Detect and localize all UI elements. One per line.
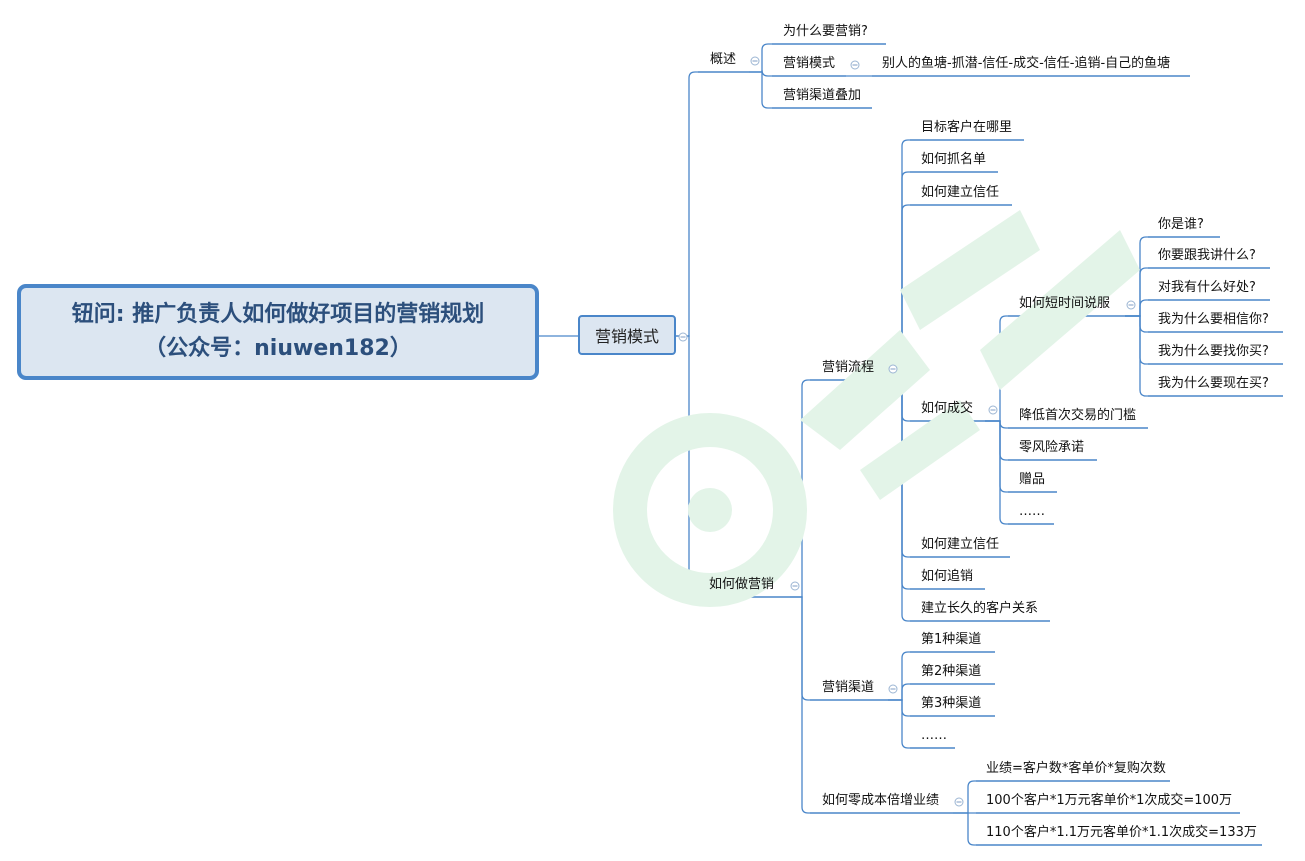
topic-overview-toggle[interactable]: [750, 56, 760, 66]
topic-marketing-mode-toggle[interactable]: [850, 60, 860, 70]
topic-who-are-you[interactable]: 你是谁?: [1158, 217, 1204, 232]
topic-marketing-process[interactable]: 营销流程: [822, 360, 875, 375]
topic-zero-cost-growth[interactable]: 如何零成本倍增业绩: [822, 793, 940, 808]
topic-example-100[interactable]: 100个客户*1万元客单价*1次成交=100万: [986, 793, 1233, 808]
topic-how-to-market[interactable]: 如何做营销: [709, 577, 775, 592]
topic-channel-stacking[interactable]: 营销渠道叠加: [783, 88, 862, 103]
topic-close-deal[interactable]: 如何成交: [921, 401, 974, 416]
topic-channel-1[interactable]: 第1种渠道: [921, 632, 982, 647]
topic-why-trust[interactable]: 我为什么要相信你?: [1158, 312, 1269, 327]
topic-channel-3[interactable]: 第3种渠道: [921, 696, 982, 711]
topic-long-term-relation[interactable]: 建立长久的客户关系: [921, 601, 1039, 616]
topic-what-to-say[interactable]: 你要跟我讲什么?: [1158, 248, 1256, 263]
topic-channel-2[interactable]: 第2种渠道: [921, 664, 982, 679]
topic-capture-leads[interactable]: 如何抓名单: [921, 152, 987, 167]
root-topic[interactable]: 钮问: 推广负责人如何做好项目的营销规划 （公众号：niuwen182）: [17, 284, 539, 380]
topic-gift[interactable]: 赠品: [1019, 472, 1046, 487]
topic-how-to-market-toggle[interactable]: [790, 581, 800, 591]
topic-channel-more[interactable]: ……: [921, 728, 947, 743]
topic-upsell[interactable]: 如何追销: [921, 569, 974, 584]
topic-benefit[interactable]: 对我有什么好处?: [1158, 280, 1256, 295]
topic-performance-formula[interactable]: 业绩=客户数*客单价*复购次数: [986, 761, 1166, 776]
topic-marketing-mode[interactable]: 营销模式: [783, 56, 836, 71]
topic-persuade-quickly-toggle[interactable]: [1126, 300, 1136, 310]
topic-build-trust-2[interactable]: 如何建立信任: [921, 537, 1000, 552]
topic-example-133[interactable]: 110个客户*1.1万元客单价*1.1次成交=133万: [986, 825, 1257, 840]
topic-close-deal-toggle[interactable]: [988, 405, 998, 415]
topic-why-buy-now[interactable]: 我为什么要现在买?: [1158, 376, 1269, 391]
topic-why-buy-from-you[interactable]: 我为什么要找你买?: [1158, 344, 1269, 359]
central-topic-toggle[interactable]: [678, 332, 688, 342]
topic-overview[interactable]: 概述: [710, 52, 737, 67]
topic-mode-detail[interactable]: 别人的鱼塘-抓潜-信任-成交-信任-追销-自己的鱼塘: [882, 56, 1171, 71]
root-subtitle: （公众号：niuwen182）: [144, 336, 412, 361]
topic-build-trust[interactable]: 如何建立信任: [921, 185, 1000, 200]
topic-marketing-process-toggle[interactable]: [888, 364, 898, 374]
topic-persuade-quickly[interactable]: 如何短时间说服: [1019, 296, 1111, 311]
topic-deal-more[interactable]: ……: [1019, 504, 1045, 519]
central-topic[interactable]: 营销模式: [578, 315, 676, 355]
topic-target-customers[interactable]: 目标客户在哪里: [921, 120, 1013, 135]
topic-why-marketing[interactable]: 为什么要营销?: [783, 24, 868, 39]
topic-zero-cost-growth-toggle[interactable]: [954, 797, 964, 807]
root-title: 钮问: 推广负责人如何做好项目的营销规划: [71, 302, 485, 327]
topic-lower-threshold[interactable]: 降低首次交易的门槛: [1019, 408, 1137, 423]
topic-marketing-channels-toggle[interactable]: [888, 684, 898, 694]
topic-marketing-channels[interactable]: 营销渠道: [822, 680, 875, 695]
topic-zero-risk[interactable]: 零风险承诺: [1019, 440, 1085, 455]
